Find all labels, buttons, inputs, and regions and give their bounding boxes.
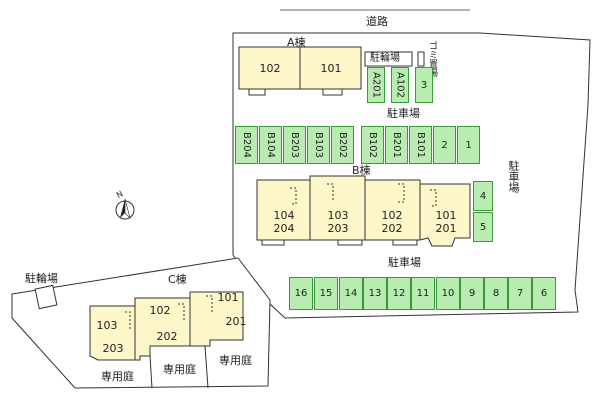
- parking-slot: B202: [331, 126, 354, 164]
- b-building-title: B棟: [352, 164, 371, 177]
- c-unit-203: 203: [102, 342, 124, 355]
- parking-slot: B204: [235, 126, 258, 164]
- c-building-title: C棟: [168, 273, 187, 286]
- parking-slot: B102: [361, 126, 384, 164]
- parking-slot: 12: [387, 277, 411, 310]
- parking-slot: 14: [339, 277, 363, 310]
- parking-slot: A102: [391, 67, 409, 103]
- parking-slot: 4: [473, 181, 493, 211]
- parking-lower-label: 駐車場: [388, 256, 421, 269]
- parking-slot: 1: [457, 126, 480, 164]
- c-building: [89, 291, 244, 361]
- parking-slot: 9: [460, 277, 484, 310]
- b-unit-102: 102: [381, 209, 403, 222]
- parking-slot: B101: [409, 126, 432, 164]
- private-garden-3-label: 専用庭: [219, 354, 252, 367]
- parking-slot: B103: [307, 126, 330, 164]
- parking-slot: B203: [283, 126, 306, 164]
- bike-parking-left-box: [34, 284, 58, 310]
- b-unit-201: 201: [435, 222, 457, 235]
- parking-slot: 3: [415, 67, 433, 103]
- c-unit-201: 201: [225, 315, 247, 328]
- a-building-title: A棟: [287, 36, 306, 49]
- parking-slot: 15: [314, 277, 338, 310]
- b-unit-204: 204: [273, 222, 295, 235]
- parking-upper-label: 駐車場: [387, 107, 420, 120]
- bike-parking-top-label: 駐輪場: [370, 53, 400, 64]
- garbage-label: ゴミ置場: [427, 41, 437, 77]
- parking-slot: A201: [367, 67, 385, 103]
- b-unit-101: 101: [435, 209, 457, 222]
- parking-slot: 16: [289, 277, 313, 310]
- bike-parking-top-box: [364, 51, 413, 67]
- parking-slot: B201: [385, 126, 408, 164]
- parking-slot: 10: [436, 277, 460, 310]
- private-garden-2-label: 専用庭: [163, 363, 196, 376]
- a-unit-101: 101: [320, 62, 342, 75]
- parking-slot: 2: [433, 126, 456, 164]
- b-unit-203: 203: [327, 222, 349, 235]
- road-label: 道路: [366, 15, 388, 28]
- parking-slot: 11: [411, 277, 435, 310]
- c-unit-103: 103: [96, 319, 118, 332]
- parking-right-label: 駐車場: [507, 160, 520, 193]
- c-unit-102: 102: [149, 304, 171, 317]
- b-unit-104: 104: [273, 209, 295, 222]
- parking-slot: 7: [508, 277, 532, 310]
- private-garden-1-label: 専用庭: [101, 370, 134, 383]
- bike-parking-left-label: 駐輪場: [25, 272, 58, 285]
- b-unit-103: 103: [327, 209, 349, 222]
- b-unit-202: 202: [381, 222, 403, 235]
- parking-slot: 8: [484, 277, 508, 310]
- a-unit-102: 102: [259, 62, 281, 75]
- c-unit-202: 202: [156, 330, 178, 343]
- c-unit-101: 101: [217, 291, 239, 304]
- parking-slot: B104: [259, 126, 282, 164]
- parking-slot: 5: [473, 212, 493, 242]
- parking-slot: 13: [363, 277, 387, 310]
- parking-slot: 6: [532, 277, 556, 310]
